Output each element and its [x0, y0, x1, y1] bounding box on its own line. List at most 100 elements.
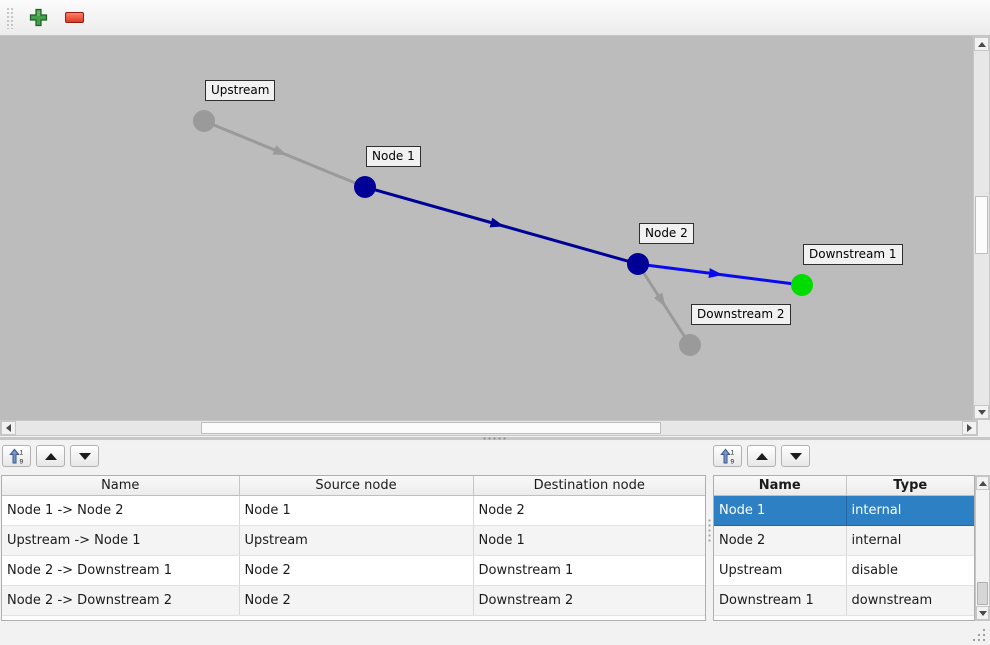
arrow-up-icon: [978, 480, 987, 486]
table-cell[interactable]: Node 1: [473, 525, 705, 556]
canvas-horizontal-scrollbar[interactable]: [0, 420, 978, 436]
node-table-header-row: Name Type: [714, 476, 974, 496]
move-edge-up-button[interactable]: [36, 445, 65, 467]
arrow-left-icon: [6, 424, 11, 432]
graph-node[interactable]: [679, 334, 701, 356]
node-label[interactable]: Upstream: [205, 80, 276, 101]
table-cell[interactable]: Downstream 1: [473, 555, 705, 586]
splitter-grip-icon: [708, 518, 711, 542]
graph-edge[interactable]: [203, 119, 366, 189]
sort-edges-button[interactable]: 1 9: [2, 445, 31, 467]
bottom-pane: 1 9 1 9: [0, 442, 990, 645]
node-table-toolbar: 1 9: [713, 445, 815, 467]
splitter-grip-icon: [482, 437, 508, 440]
graph-edge[interactable]: [636, 263, 692, 346]
canvas-vertical-scrollbar[interactable]: [973, 36, 990, 420]
edge-table: Name Source node Destination node Node 1…: [1, 475, 706, 621]
table-cell[interactable]: Upstream: [714, 555, 847, 586]
svg-text:1: 1: [20, 450, 24, 457]
horizontal-scrollbar-thumb[interactable]: [201, 422, 661, 434]
column-header-destination-node[interactable]: Destination node: [473, 476, 705, 496]
main-toolbar: [0, 0, 990, 36]
vertical-scrollbar-thumb[interactable]: [977, 582, 988, 605]
graph-edge[interactable]: [637, 262, 803, 287]
arrow-down-icon: [977, 409, 986, 415]
sort-nodes-button[interactable]: 1 9: [713, 445, 742, 467]
table-cell[interactable]: downstream: [846, 585, 974, 616]
table-cell[interactable]: Node 2: [714, 525, 847, 556]
vertical-scrollbar-thumb[interactable]: [975, 196, 988, 254]
column-header-type[interactable]: Type: [846, 476, 974, 496]
table-cell[interactable]: Node 2: [239, 585, 474, 616]
scroll-down-button[interactable]: [976, 606, 989, 620]
table-cell[interactable]: Node 2 -> Downstream 1: [2, 555, 240, 586]
scroll-up-button[interactable]: [976, 476, 989, 490]
edge-table-toolbar: 1 9: [2, 445, 104, 467]
minus-icon: [64, 12, 84, 23]
node-label[interactable]: Node 1: [366, 146, 421, 167]
arrow-down-icon: [978, 610, 987, 616]
vertical-pane-splitter[interactable]: [706, 475, 713, 621]
svg-text:9: 9: [731, 459, 735, 465]
table-cell[interactable]: Downstream 2: [473, 585, 705, 616]
arrow-up-icon: [44, 452, 57, 460]
arrow-up-icon: [977, 41, 986, 47]
add-node-button[interactable]: [24, 4, 52, 32]
graph-node[interactable]: [354, 176, 376, 198]
graph-node[interactable]: [627, 253, 649, 275]
table-cell[interactable]: Node 2: [239, 555, 474, 586]
move-edge-down-button[interactable]: [70, 445, 99, 467]
move-node-down-button[interactable]: [781, 445, 810, 467]
graph-edge[interactable]: [364, 185, 639, 266]
toolbar-drag-handle[interactable]: [6, 6, 14, 29]
scroll-right-button[interactable]: [962, 421, 977, 435]
window-resize-grip[interactable]: [973, 629, 987, 642]
column-header-name[interactable]: Name: [714, 476, 847, 496]
node-label[interactable]: Downstream 2: [691, 304, 791, 325]
table-cell[interactable]: Node 2: [473, 495, 705, 526]
table-cell[interactable]: Node 2 -> Downstream 2: [2, 585, 240, 616]
arrow-right-icon: [967, 424, 972, 432]
graph-node[interactable]: [791, 274, 813, 296]
node-label[interactable]: Downstream 1: [803, 244, 903, 265]
scroll-left-button[interactable]: [1, 421, 16, 435]
svg-text:1: 1: [731, 450, 735, 457]
move-node-up-button[interactable]: [747, 445, 776, 467]
arrow-down-icon: [78, 452, 91, 460]
table-cell[interactable]: internal: [846, 495, 974, 526]
table-cell[interactable]: Node 1 -> Node 2: [2, 495, 240, 526]
plus-icon: [29, 8, 47, 27]
table-cell[interactable]: disable: [846, 555, 974, 586]
node-label[interactable]: Node 2: [639, 223, 694, 244]
column-header-name[interactable]: Name: [2, 476, 240, 496]
table-cell[interactable]: Node 1: [239, 495, 474, 526]
node-table-scrollbar[interactable]: [975, 475, 990, 621]
table-cell[interactable]: Downstream 1: [714, 585, 847, 616]
table-cell[interactable]: internal: [846, 525, 974, 556]
table-cell[interactable]: Upstream: [239, 525, 474, 556]
arrow-up-icon: [755, 452, 768, 460]
table-cell[interactable]: Upstream -> Node 1: [2, 525, 240, 556]
remove-node-button[interactable]: [60, 4, 88, 32]
horizontal-pane-splitter[interactable]: [0, 436, 990, 442]
graph-svg: [193, 110, 813, 356]
scrollbar-corner: [978, 420, 990, 436]
column-header-source-node[interactable]: Source node: [239, 476, 474, 496]
scroll-down-button[interactable]: [974, 405, 989, 419]
table-cell[interactable]: Node 1: [714, 495, 847, 526]
graph-node[interactable]: [193, 110, 215, 132]
scroll-up-button[interactable]: [974, 37, 989, 51]
svg-text:9: 9: [20, 459, 24, 465]
